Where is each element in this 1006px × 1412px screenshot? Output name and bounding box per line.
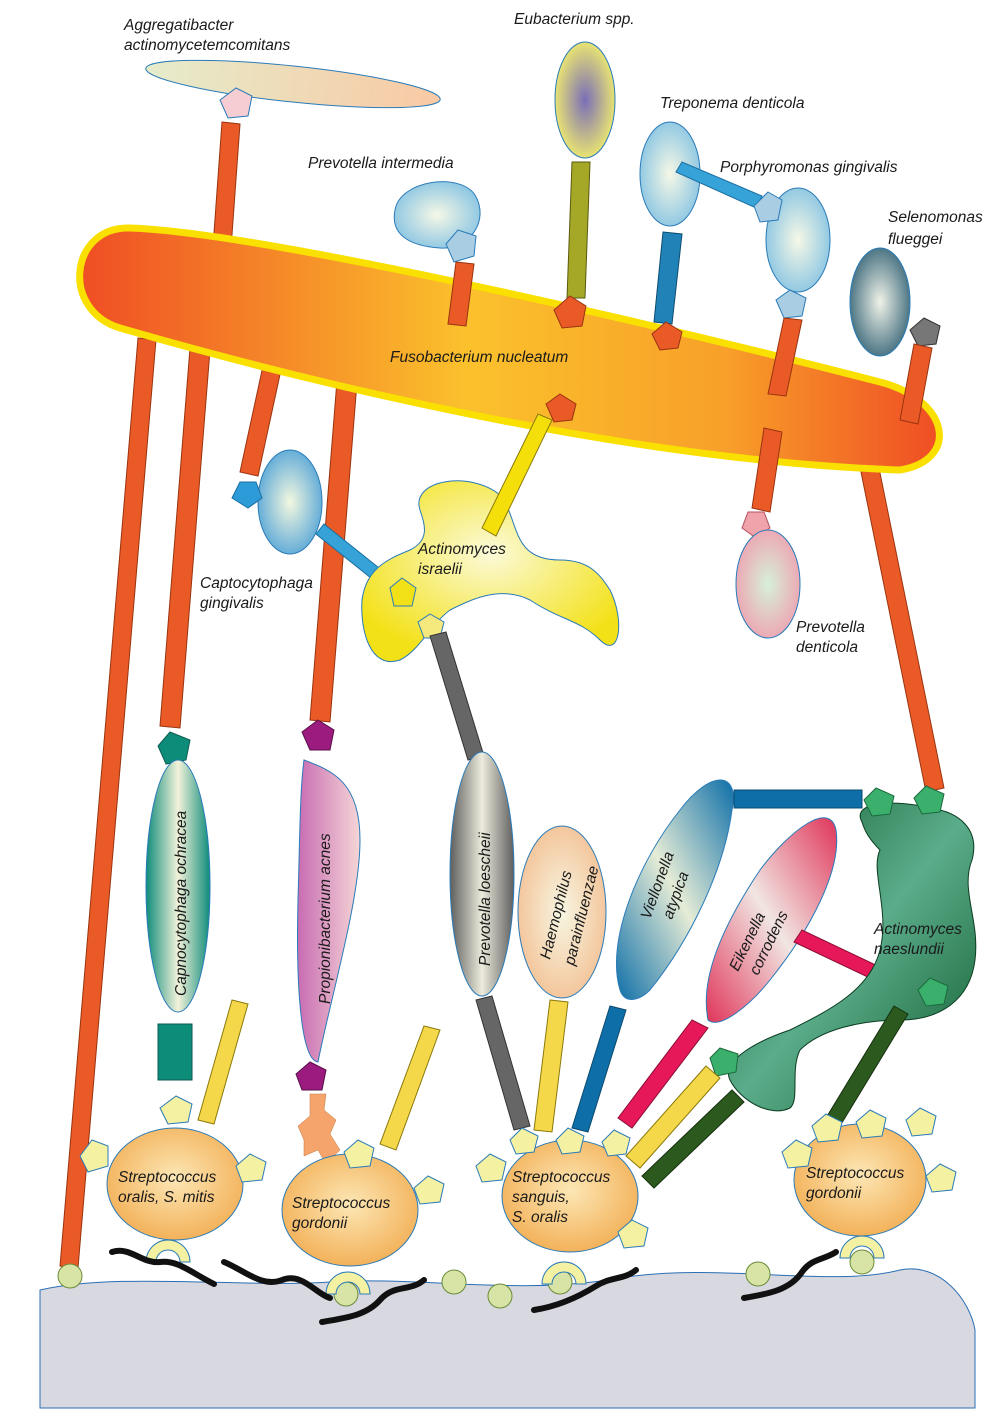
viellonella-adhesin-top: [734, 790, 862, 808]
treponema-label: Treponema denticola: [660, 95, 805, 112]
strep-gordonii-2-label-line1: Streptococcus: [806, 1165, 904, 1182]
haemophilus-adhesin: [534, 1000, 568, 1132]
prevotella-intermedia-label: Prevotella intermedia: [308, 155, 454, 172]
actinomyces-israelii-label-line1: Actinomyces: [417, 541, 506, 558]
eubacterium-label: Eubacterium spp.: [514, 11, 635, 28]
strep-sanguis-label-line3: S. oralis: [512, 1209, 568, 1226]
strep-sanguis-receptor-4: [476, 1154, 506, 1182]
aggregatibacter-label-line1: Aggregatibacter: [123, 17, 234, 34]
strep-oralis-receptor-3: [236, 1154, 266, 1182]
capnocytophaga-ochracea-adhesin: [158, 1024, 192, 1080]
propionibacterium-attachment: [298, 1094, 340, 1164]
eubacterium-adhesin: [567, 162, 590, 298]
strep-gordonii-1-receptor-1: [344, 1140, 374, 1168]
actinomyces-israelii-cell: [362, 481, 619, 662]
strep-sanguis-receptor-3: [602, 1130, 630, 1156]
actinomyces-naeslundii-label-line2: naeslundii: [874, 941, 944, 958]
strep-oralis-receptor-1: [160, 1096, 192, 1124]
strep-gordonii-2-receptor-2: [856, 1110, 886, 1138]
strep-gordonii-2-receptor-4: [782, 1140, 812, 1168]
aggregatibacter-cell: [144, 51, 442, 118]
capnocytophaga-ochracea-label: Capnocytophaga ochracea: [173, 810, 190, 996]
selenomonas-label-line2: flueggei: [888, 231, 943, 248]
selenomonas-cell: [850, 248, 910, 356]
prevotella-loescheii-adhesin-down: [476, 996, 530, 1130]
actinomyces-naeslundii-label-line1: Actinomyces: [873, 921, 962, 938]
naeslundii-receptor-4: [710, 1048, 738, 1076]
strep-gordonii-1-label-line1: Streptococcus: [292, 1195, 390, 1212]
prevotella-denticola-label-line1: Prevotella: [796, 619, 865, 636]
porphyromonas-receptor-bottom: [776, 290, 806, 318]
strep-sanguis-label-line2: sanguis,: [512, 1189, 570, 1206]
strep-oralis-adhesin: [198, 1000, 248, 1124]
prevotella-loescheii-label: Prevotella loescheii: [477, 832, 494, 966]
propionibacterium-label: Propionibacterium acnes: [317, 833, 334, 1004]
capnocytophaga-gingivalis-label-line1: Captocytophaga: [200, 575, 313, 592]
strep-gordonii-1-label-line2: gordonii: [292, 1215, 348, 1232]
capnocytophaga-gingivalis-cell: [258, 450, 322, 554]
selenomonas-label-line1: Selenomonas: [888, 209, 983, 226]
porphyromonas-label: Porphyromonas gingivalis: [720, 159, 898, 176]
strep-gordonii-2-receptor-3: [906, 1108, 936, 1136]
treponema-adhesin: [654, 232, 682, 324]
strep-sanguis-label-line1: Streptococcus: [512, 1169, 610, 1186]
eubacterium-cell: [555, 42, 615, 158]
selenomonas-receptor: [910, 318, 940, 346]
eikenella-adhesin-down: [618, 1020, 708, 1128]
propionibacterium-receptor-bottom: [296, 1062, 326, 1090]
propionibacterium-receptor-top: [302, 720, 334, 750]
prevotella-denticola-label-line2: denticola: [796, 639, 858, 656]
capnocytophaga-ochracea-receptor: [158, 732, 190, 764]
actinomyces-israelii-label-line2: israelii: [418, 561, 462, 578]
prevotella-loescheii-adhesin: [430, 632, 484, 760]
strep-gordonii-2-label-line2: gordonii: [806, 1185, 862, 1202]
strep-sanguis-receptor-1: [510, 1128, 538, 1154]
capnocytophaga-gingivalis-receptor: [232, 482, 262, 508]
strep-sanguis-receptor-2: [556, 1128, 584, 1154]
prevotella-denticola-cell: [736, 530, 800, 638]
strep-gordonii-2-receptor-5: [926, 1164, 956, 1192]
strep-gordonii-1-receptor-2: [414, 1176, 444, 1204]
actinomyces-israelii-adhesin: [482, 414, 552, 536]
capnocytophaga-gingivalis-label-line2: gingivalis: [200, 595, 264, 612]
fusobacterium-label: Fusobacterium nucleatum: [390, 349, 568, 366]
strep-oralis-label-line1: Streptococcus: [118, 1169, 216, 1186]
strep-oralis-label-line2: oralis, S. mitis: [118, 1189, 215, 1206]
viellonella-adhesin-down: [572, 1006, 626, 1132]
strep-gordonii-1-adhesin: [380, 1026, 440, 1150]
aggregatibacter-label-line2: actinomycetemcomitans: [124, 37, 291, 54]
